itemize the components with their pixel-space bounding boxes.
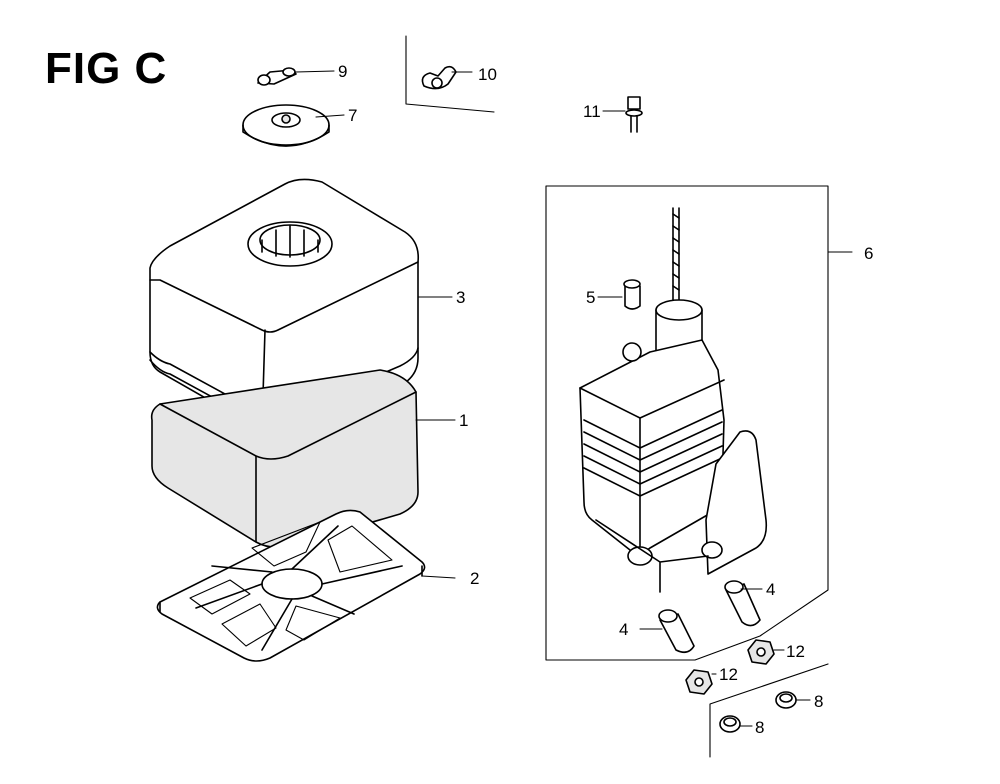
part-5-bushing [597, 279, 641, 310]
callout-8-left: 8 [755, 718, 764, 737]
callout-3: 3 [456, 288, 465, 307]
callout-11: 11 [583, 102, 601, 121]
part-6-case [579, 207, 768, 593]
part-1-foam-element [150, 369, 456, 549]
figure-title: FIG C [45, 44, 168, 93]
callout-6: 6 [864, 244, 873, 263]
callout-4-left: 4 [619, 620, 628, 639]
part-3-cover [149, 178, 453, 435]
callout-12-right: 12 [786, 642, 805, 661]
part-4-tube-left [639, 609, 695, 654]
callout-12-left: 12 [719, 665, 738, 684]
part-8-grommet-left [719, 715, 753, 733]
callout-10: 10 [478, 65, 497, 84]
part-9-clip [257, 67, 335, 86]
part-12-nut-left [685, 669, 717, 695]
callout-8-right: 8 [814, 692, 823, 711]
part-12-nut-right [747, 639, 785, 665]
callout-9: 9 [338, 62, 347, 81]
callout-7: 7 [348, 106, 357, 125]
callout-1: 1 [459, 411, 468, 430]
callout-4-right: 4 [766, 580, 775, 599]
part-6-group-bracket [545, 185, 829, 661]
part-8-grommet-right [775, 691, 811, 709]
part-2-base-grid [156, 509, 456, 662]
part-8-bracket [709, 663, 829, 758]
part-11-bolt [602, 96, 643, 133]
callout-2: 2 [470, 569, 479, 588]
part-4-tube-right [724, 580, 763, 627]
callout-5: 5 [586, 288, 595, 307]
part-10-wing-nut [405, 35, 495, 113]
part-7-washer [242, 104, 345, 147]
